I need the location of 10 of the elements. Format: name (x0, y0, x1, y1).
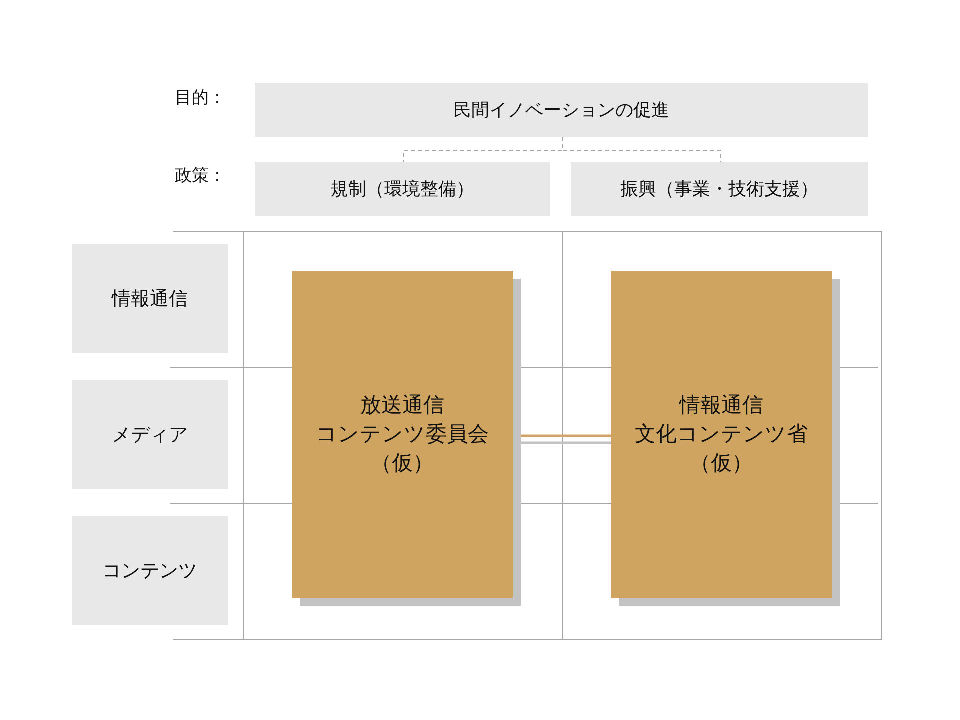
row-header: メディア (72, 380, 228, 489)
connector-line (521, 434, 611, 444)
row-header: コンテンツ (72, 516, 228, 625)
dashed-connector (562, 136, 721, 162)
row-header: 情報通信 (72, 244, 228, 353)
field-label: 政策： (175, 165, 226, 187)
policy-box: 振興（事業・技術支援） (571, 162, 868, 216)
field-label: 目的： (175, 87, 226, 109)
goal-box: 民間イノベーションの促進 (255, 83, 868, 137)
policy-box: 規制（環境整備） (255, 162, 550, 216)
